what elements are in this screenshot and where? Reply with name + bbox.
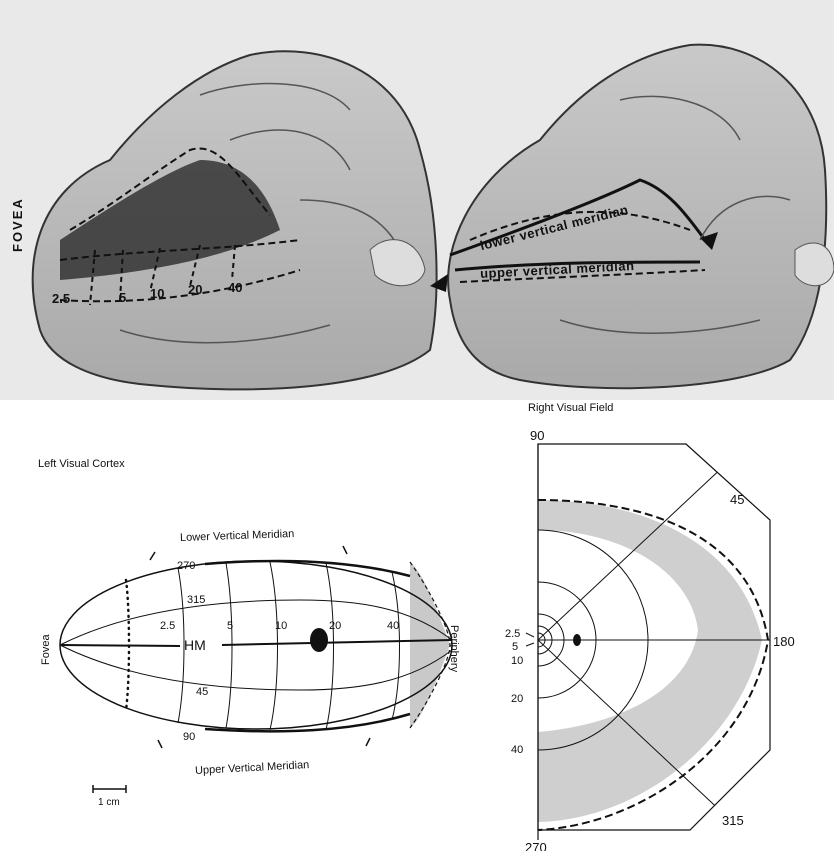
iso-ecc-40 xyxy=(392,572,400,720)
left-brain-hemisphere xyxy=(33,51,437,389)
field-ecc-label: 2.5 xyxy=(505,628,520,640)
cortex-ecc-label: 2.5 xyxy=(160,620,175,632)
cortex-ecc-label: 5 xyxy=(227,620,233,632)
tick-arrow xyxy=(343,546,347,554)
field-angle-315: 315 xyxy=(722,813,744,828)
isopolar-45 xyxy=(60,645,452,690)
angle-label-315: 315 xyxy=(187,594,205,606)
field-angle-45: 45 xyxy=(730,492,744,507)
lower-vm-bold xyxy=(205,561,410,576)
cortex-periphery-shade xyxy=(410,562,450,728)
visual-field-diagram: 90 45 180 315 270 2.5 5 10 20 40 xyxy=(490,420,834,851)
scale-bar xyxy=(93,785,126,793)
right-brain-hemisphere xyxy=(430,45,834,389)
brain-ecc-label: 2.5 xyxy=(52,291,70,306)
fovea-label: FOVEA xyxy=(10,197,25,252)
cortex-ecc-label: 10 xyxy=(275,620,287,632)
angle-label-270: 270 xyxy=(177,560,195,572)
brain-drawing xyxy=(0,0,834,400)
field-angle-90: 90 xyxy=(530,428,544,443)
brain-ecc-label: 5 xyxy=(119,290,126,305)
tick-arrow xyxy=(150,552,155,560)
iso-ecc-10 xyxy=(270,562,278,730)
angle-label-45: 45 xyxy=(196,686,208,698)
field-blind-spot xyxy=(573,634,581,646)
hm-line-left xyxy=(60,645,180,646)
cortex-ecc-label: 20 xyxy=(329,620,341,632)
hm-label: HM xyxy=(184,637,206,653)
tick-arrow xyxy=(526,643,534,646)
brain-illustration: FOVEA 2.5 5 10 20 40 lower vertical meri… xyxy=(0,0,834,400)
field-angle-270: 270 xyxy=(525,840,547,851)
blind-spot-marker xyxy=(310,628,328,652)
tick-arrow xyxy=(526,633,534,637)
iso-ecc-20 xyxy=(326,563,334,730)
cortex-ecc-label: 40 xyxy=(387,620,399,632)
cortex-map-diagram: 270 315 45 90 HM 2.5 5 10 20 40 xyxy=(0,400,480,851)
brain-ecc-label: 40 xyxy=(228,280,242,295)
field-ecc-label: 20 xyxy=(511,693,523,705)
field-ecc-label: 10 xyxy=(511,655,523,667)
field-angle-180: 180 xyxy=(773,634,795,649)
angle-label-90: 90 xyxy=(183,731,195,743)
brain-ecc-label: 20 xyxy=(188,282,202,297)
brain-ecc-label: 10 xyxy=(150,286,164,301)
field-ecc-label: 5 xyxy=(512,641,518,653)
field-map-title: Right Visual Field xyxy=(528,402,613,414)
field-ecc-label: 40 xyxy=(511,744,523,756)
tick-arrow xyxy=(158,740,162,748)
tick-arrow xyxy=(366,738,370,746)
